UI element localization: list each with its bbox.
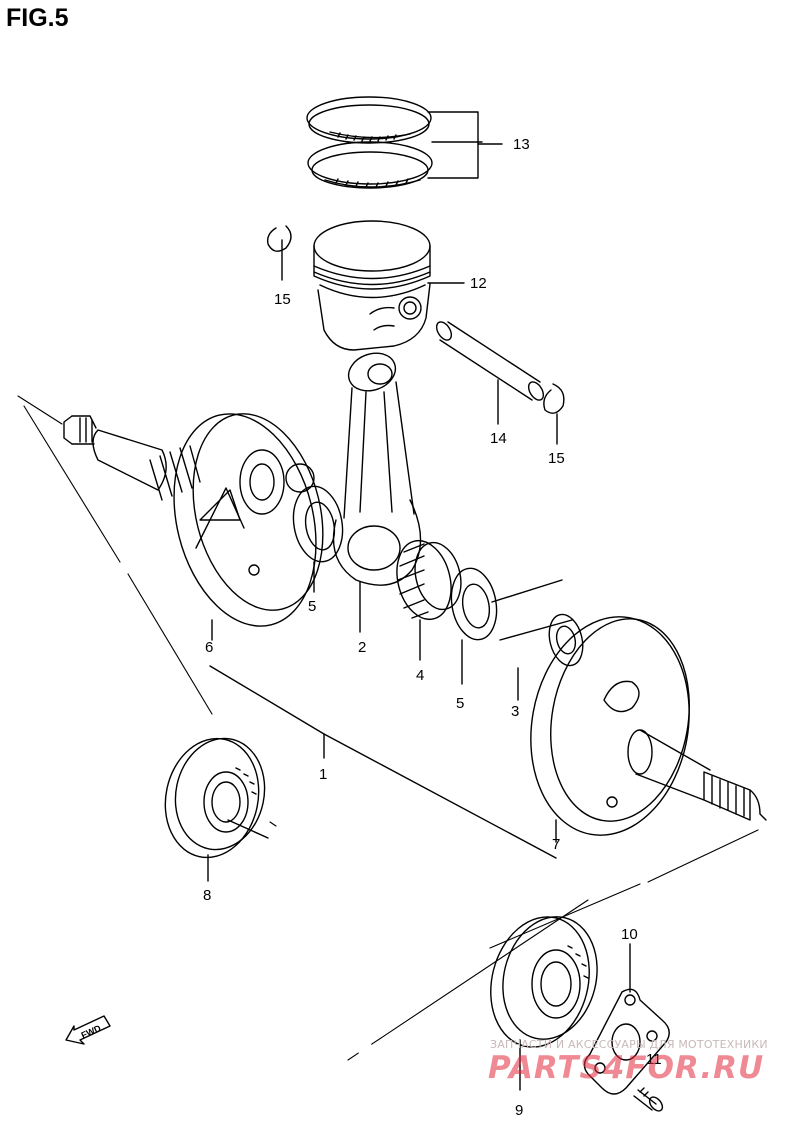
assembly-guide-lines — [17, 395, 759, 1061]
callout-5-left: 5 — [308, 598, 316, 615]
callout-11: 11 — [646, 1051, 662, 1068]
crankshaft-right-part-7 — [530, 616, 767, 843]
callout-1: 1 — [319, 766, 327, 783]
circlip-part-15-left — [266, 225, 292, 281]
piston-pin-part-14 — [435, 321, 545, 425]
crankshaft-left-part-6 — [63, 413, 324, 641]
callout-8: 8 — [203, 887, 211, 904]
callout-13: 13 — [513, 136, 530, 153]
thrust-washer-part-5-left — [292, 485, 344, 593]
circlip-part-15-right — [543, 383, 565, 445]
callout-labels: 13 12 15 14 15 5 2 6 4 5 3 1 7 8 10 11 9 — [203, 136, 662, 1119]
crankshaft-assembly-bracket-part-1 — [209, 665, 557, 859]
screw-part-11 — [633, 1087, 664, 1112]
callout-4: 4 — [416, 667, 424, 684]
crank-pin-part-3 — [491, 579, 584, 701]
piston-part-12 — [313, 220, 465, 351]
callout-14: 14 — [490, 430, 507, 447]
bearing-plate-part-10 — [583, 943, 670, 1095]
callout-15-right: 15 — [548, 450, 565, 467]
callout-3: 3 — [511, 703, 519, 720]
callout-12: 12 — [470, 275, 487, 292]
oil-seal-part-8 — [164, 737, 269, 882]
callout-15-left: 15 — [274, 291, 291, 308]
thrust-washer-part-5-right — [450, 567, 498, 685]
connecting-rod-part-2 — [332, 352, 422, 633]
callout-5-right: 5 — [456, 695, 464, 712]
callout-6: 6 — [205, 639, 213, 656]
callout-2: 2 — [358, 639, 366, 656]
watermark-tagline: ЗАПЧАСТИ И АКСЕССУАРЫ ДЛЯ МОТОТЕХНИКИ — [490, 1038, 768, 1051]
piston-rings-part-13 — [306, 96, 503, 189]
callout-7: 7 — [552, 836, 560, 853]
forward-direction-arrow: FWD — [65, 1015, 111, 1045]
needle-bearing-part-4 — [396, 539, 462, 661]
figure-title: FIG.5 — [6, 4, 69, 32]
callout-10: 10 — [621, 926, 638, 943]
watermark-brand: PARTS4FOR.RU — [488, 1050, 765, 1086]
oil-seal-part-9 — [490, 916, 598, 1091]
callout-9: 9 — [515, 1102, 523, 1119]
